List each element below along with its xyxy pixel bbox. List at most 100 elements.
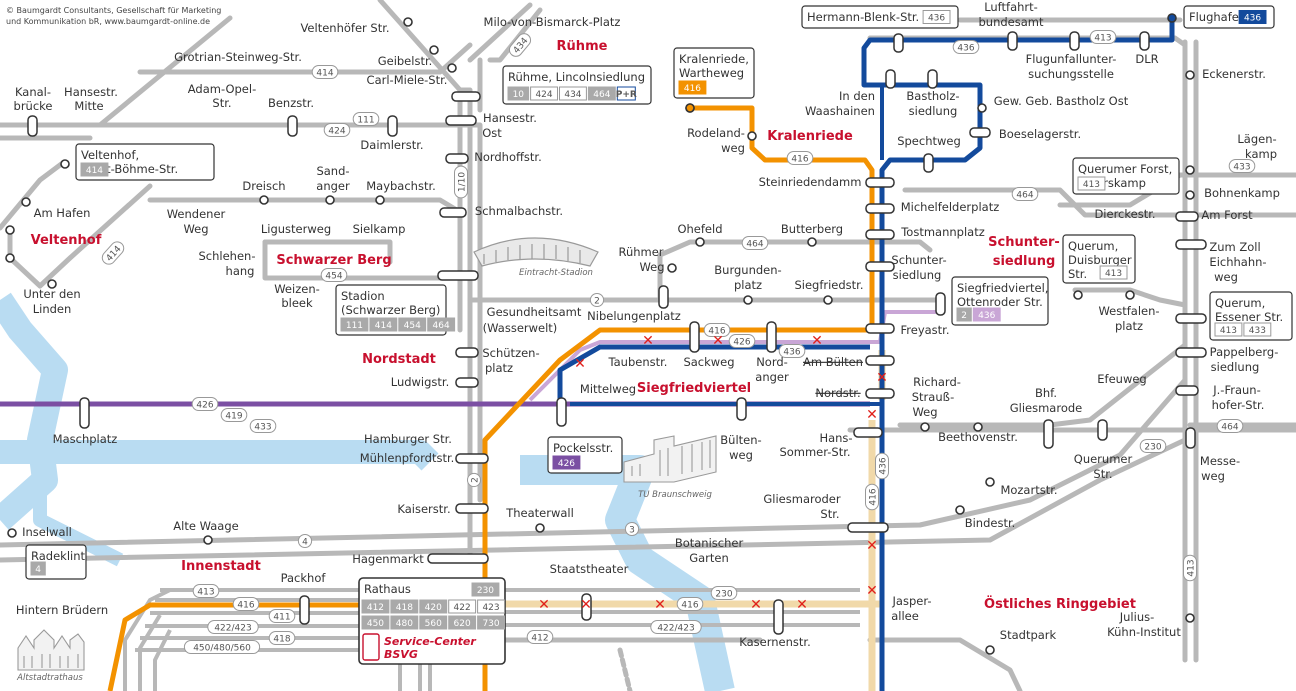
line-number: 450/480/560 [193, 644, 251, 654]
station-label: Kaiserstr. [397, 502, 450, 516]
station-label: Messe- [1200, 454, 1240, 468]
line-number: 416 [708, 327, 725, 337]
station-label: Theaterwall [505, 506, 574, 520]
stop-name: Radeklint [31, 549, 85, 563]
line-number: 433 [254, 423, 271, 433]
line-number: 416 [237, 601, 254, 611]
station-label: Hansestr. [483, 111, 537, 125]
station-label: kamp [1245, 147, 1277, 161]
district-label: Nordstadt [362, 352, 436, 367]
station-label: siedlung [893, 268, 942, 282]
station-label: Rodeland- [687, 126, 745, 140]
station-label: Benzstr. [268, 96, 314, 110]
station-label: Inselwall [22, 525, 72, 539]
line-number-tag: 433 [1228, 159, 1256, 173]
station-label: Weg [912, 405, 937, 419]
stop-name: Querum, [1068, 239, 1118, 253]
station-label: J.-Fraun- [1212, 383, 1260, 397]
line-badge: 413 [1083, 180, 1100, 190]
line-badge: 436 [1244, 14, 1261, 24]
station-label: weg [721, 141, 745, 155]
line-badge: 424 [535, 90, 552, 100]
line-badge: 418 [396, 603, 413, 613]
station-label: Freyastr. [900, 323, 949, 337]
stop-name: Querumer Forst, [1078, 162, 1172, 176]
station-label: Michelfelderplatz [901, 200, 1000, 214]
station-label: Tostmannplatz [900, 225, 985, 239]
line-number: 416 [869, 488, 879, 505]
line-number: 1/10 [458, 172, 468, 192]
line-badge: 423 [482, 603, 499, 613]
station-label: In den [839, 89, 875, 103]
station-label: Hintern Brüdern [16, 603, 108, 617]
station-label: Alte Waage [173, 519, 238, 533]
line-number: 230 [1144, 443, 1161, 453]
station-label: Querumer [1074, 452, 1133, 466]
station-label: Hans- [819, 431, 852, 445]
stop-name: Stadion [341, 289, 385, 303]
station-label: brücke [14, 99, 53, 113]
line-number: 111 [357, 116, 374, 126]
station-label: Mozartstr. [1000, 483, 1057, 497]
station-label: Maschplatz [53, 432, 118, 446]
line-number-tag: 416 [865, 483, 879, 511]
line-badge: 413 [1220, 326, 1237, 336]
station-label: (Wasserwelt) [483, 321, 558, 335]
line-number-tag: 422/423 [207, 620, 259, 634]
station-label: Schmalbachstr. [475, 204, 563, 218]
station-label: hofer-Str. [1212, 398, 1265, 412]
station-label: Staatstheater [550, 562, 629, 576]
line-number-tag: 426 [728, 334, 756, 348]
station-label: Schlehen- [199, 249, 256, 263]
closure-cross-icon: ✕ [538, 597, 550, 613]
station-ticks [27, 31, 1207, 635]
line-number-tag: 464 [1011, 187, 1039, 201]
station-label: Hansestr. [64, 85, 118, 99]
station-label: Sand- [316, 164, 349, 178]
closure-cross-icon: ✕ [750, 597, 762, 613]
station-label: Steinriedendamm [759, 175, 862, 189]
line-number-tag: 413 [1089, 30, 1117, 44]
stop-name-line-2: Wartheweg [679, 66, 744, 80]
line-number-tag: 413 [1183, 554, 1197, 582]
station-label: anger [316, 179, 350, 193]
line-number: 464 [1016, 191, 1033, 201]
station-label: Boeselagerstr. [999, 127, 1081, 141]
station-label: Nord- [756, 355, 788, 369]
station-label: Gliesmarode [1010, 401, 1083, 415]
landmark-label: Altstadtrathaus [16, 673, 83, 683]
line-number: 454 [325, 272, 342, 282]
station-label: Bohnenkamp [1204, 186, 1280, 200]
line-number-tag: 436 [778, 344, 806, 358]
line-number-tag: 4 [297, 534, 313, 548]
stop-name: Veltenhof, [81, 148, 139, 162]
station-label: Taubenstr. [608, 355, 668, 369]
line-number: 3 [629, 526, 635, 536]
closure-cross-icon: ✕ [654, 597, 666, 613]
line-number: 413 [1187, 559, 1197, 576]
station-label: Stadtpark [1000, 628, 1057, 642]
line-number: 416 [791, 155, 808, 165]
station-label: Maybachstr. [366, 179, 436, 193]
line-badge: 464 [593, 90, 610, 100]
landmark-label: TU Braunschweig [638, 490, 712, 500]
closure-cross-icon: ✕ [580, 597, 592, 613]
line-number: 436 [783, 348, 800, 358]
station-label: Eckenerstr. [1202, 67, 1266, 81]
line-number: 416 [681, 601, 698, 611]
station-label: Bindestr. [965, 516, 1016, 530]
station-label: platz [485, 361, 513, 375]
station-label: Eichhahn- [1209, 255, 1266, 269]
line-number-tag: 230 [1139, 439, 1167, 453]
line-number-tag: 450/480/560 [183, 640, 261, 654]
station-label: Ost [482, 126, 502, 140]
closure-cross-icon: ✕ [866, 583, 878, 599]
line-badge: 433 [1249, 326, 1266, 336]
stop-name-line-2: Ottenroder Str. [957, 295, 1043, 309]
line-badge: 560 [425, 619, 442, 629]
station-label: bleek [281, 296, 313, 310]
